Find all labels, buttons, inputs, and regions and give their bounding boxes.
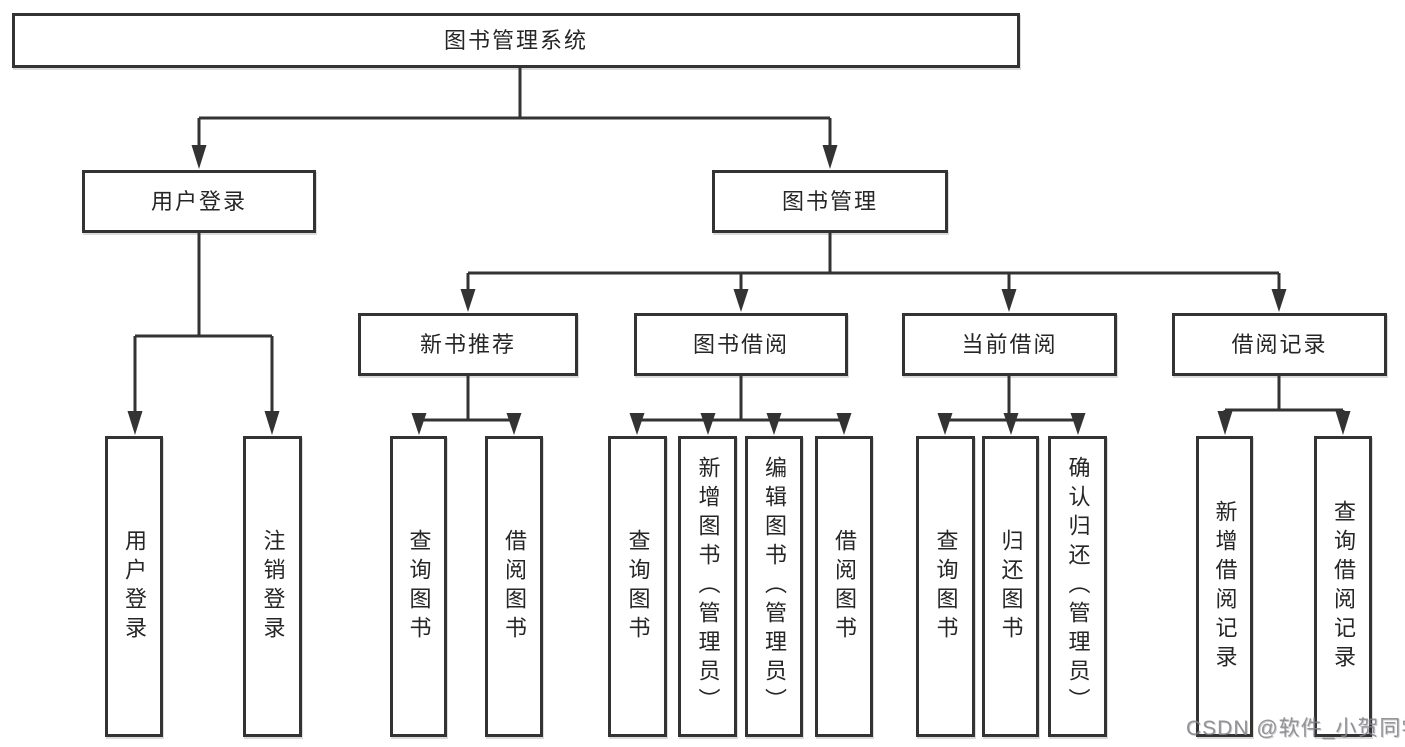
leaf-confirm-return-admin: 确认归还（管理员）: [1048, 436, 1107, 737]
node-book-management: 图书管理: [712, 170, 948, 233]
leaf-borrow-books-borrowing: 借阅图书: [815, 436, 873, 737]
leaf-logout: 注销登录: [243, 436, 302, 737]
node-book-borrowing: 图书借阅: [634, 313, 848, 376]
leaf-borrow-books-recommend: 借阅图书: [485, 436, 543, 737]
leaf-query-borrow-record: 查询借阅记录: [1314, 436, 1372, 737]
leaf-query-books-recommend: 查询图书: [390, 436, 447, 737]
node-new-book-recommend: 新书推荐: [358, 313, 578, 376]
node-library-system: 图书管理系统: [12, 13, 1020, 68]
leaf-edit-book-admin: 编辑图书（管理员）: [745, 436, 803, 737]
node-current-borrowing: 当前借阅: [902, 313, 1117, 376]
leaf-user-login: 用户登录: [105, 436, 163, 737]
leaf-query-books-current: 查询图书: [916, 436, 975, 737]
leaf-return-book: 归还图书: [982, 436, 1039, 737]
csdn-watermark: CSDN @软件_小贺同学: [1186, 717, 1405, 740]
leaf-query-books-borrowing: 查询图书: [608, 436, 667, 737]
node-borrowing-records: 借阅记录: [1172, 313, 1387, 376]
leaf-add-borrow-record: 新增借阅记录: [1196, 436, 1253, 737]
node-user-login-branch: 用户登录: [82, 170, 316, 233]
leaf-add-book-admin: 新增图书（管理员）: [678, 436, 737, 737]
